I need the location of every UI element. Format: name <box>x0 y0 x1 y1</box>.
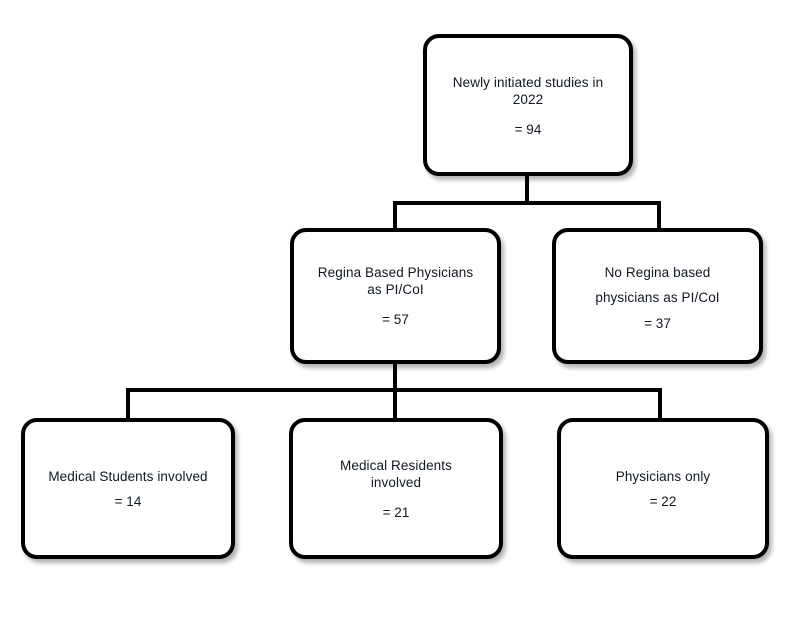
node-physicians-only: Physicians only = 22 <box>557 418 769 559</box>
node-physicians-count: = 22 <box>649 493 677 509</box>
node-no-regina-count: = 37 <box>644 316 671 331</box>
node-total-label: Newly initiated studies in 2022 <box>452 75 604 107</box>
node-medical-residents-involved: Medical Residents involved = 21 <box>289 418 503 559</box>
node-medical-students-involved: Medical Students involved = 14 <box>21 418 235 559</box>
node-residents-count: = 21 <box>382 504 410 520</box>
node-regina-label: Regina Based Physicians as PI/CoI <box>317 265 474 297</box>
node-newly-initiated-studies: Newly initiated studies in 2022 = 94 <box>423 34 633 176</box>
node-regina-count: = 57 <box>382 312 409 327</box>
node-physicians-label: Physicians only <box>615 468 711 484</box>
node-residents-label: Medical Residents involved <box>339 457 452 490</box>
node-total-count: = 94 <box>514 122 542 137</box>
node-students-label: Medical Students involved <box>48 468 208 484</box>
node-no-regina-label: No Regina based physicians as PI/CoI <box>595 265 720 305</box>
node-no-regina-based-physicians: No Regina based physicians as PI/CoI = 3… <box>552 228 763 364</box>
node-regina-based-physicians: Regina Based Physicians as PI/CoI = 57 <box>290 228 501 364</box>
node-students-count: = 14 <box>114 493 142 509</box>
